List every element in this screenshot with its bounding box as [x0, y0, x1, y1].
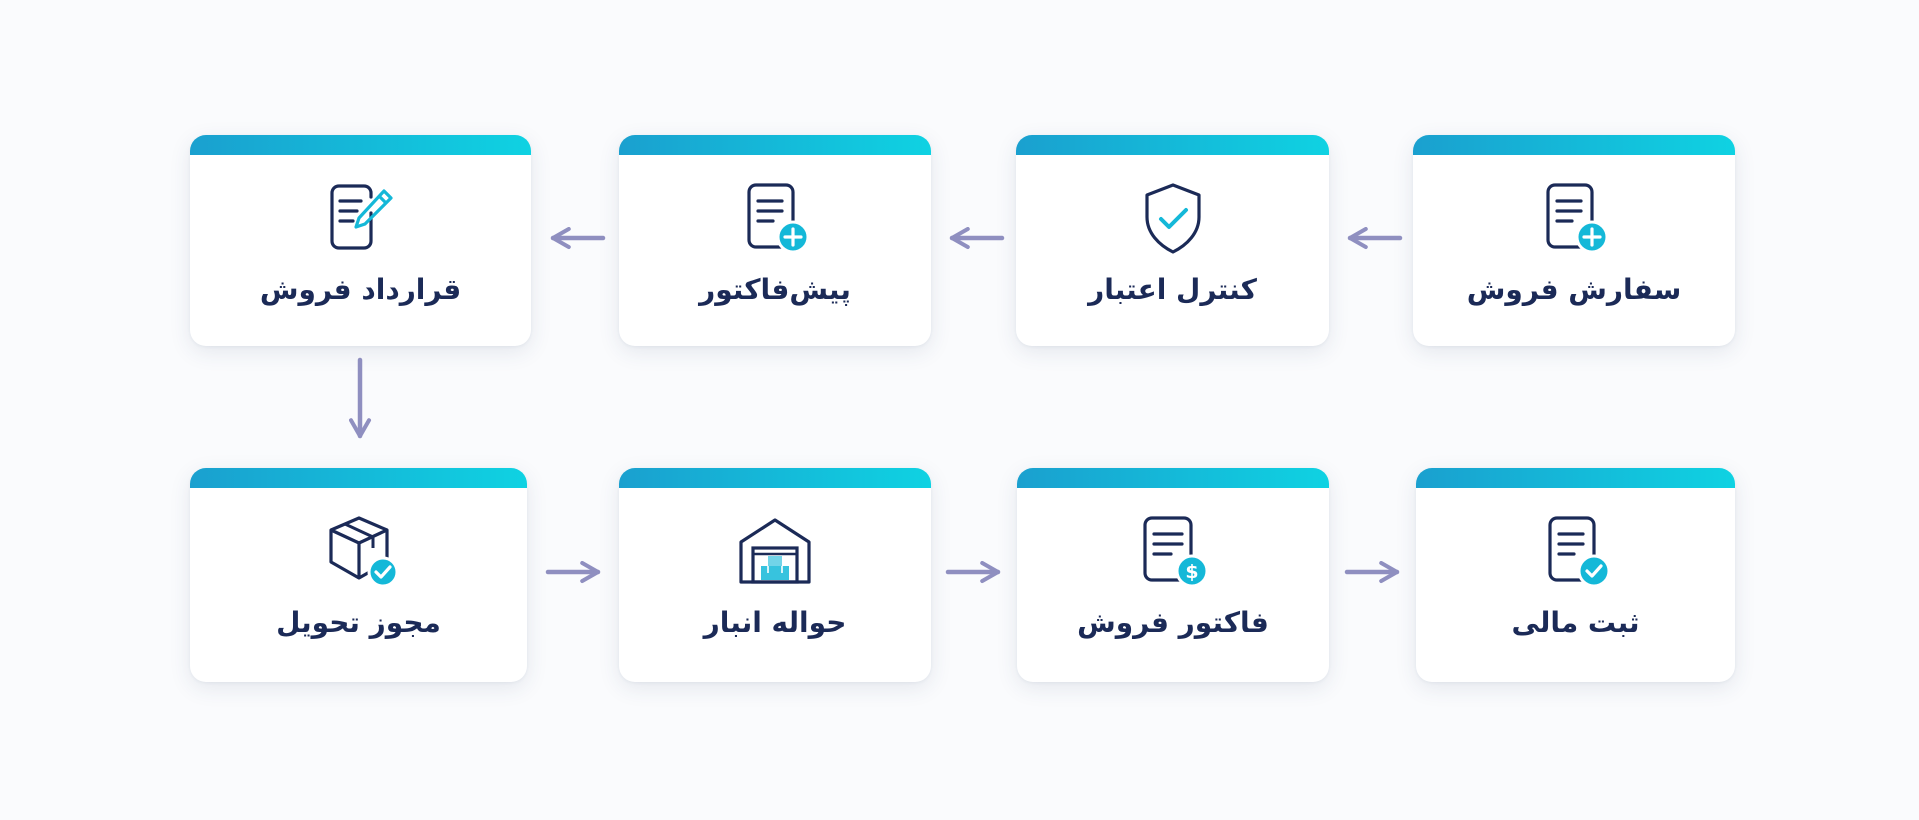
step-card-sales-contract: قرارداد فروش	[190, 135, 531, 346]
invoice-dollar-icon: $	[1133, 512, 1213, 592]
card-accent-bar	[1016, 135, 1329, 155]
step-label: کنترل اعتبار	[1088, 273, 1257, 306]
document-pencil-icon	[321, 179, 401, 259]
step-label: فاکتور فروش	[1077, 606, 1269, 639]
card-accent-bar	[619, 468, 931, 488]
step-card-financial-entry: ثبت مالی	[1416, 468, 1735, 682]
card-accent-bar	[1416, 468, 1735, 488]
step-label: حواله انبار	[703, 606, 847, 639]
shield-check-icon	[1133, 179, 1213, 259]
step-card-delivery-permit: مجوز تحویل	[190, 468, 527, 682]
step-card-sales-order: سفارش فروش	[1413, 135, 1735, 346]
step-label: سفارش فروش	[1466, 273, 1682, 306]
warehouse-icon	[735, 512, 815, 592]
step-card-warehouse-order: حواله انبار	[619, 468, 931, 682]
document-check-icon	[1536, 512, 1616, 592]
card-accent-bar	[619, 135, 931, 155]
step-label: قرارداد فروش	[259, 273, 462, 306]
card-accent-bar	[190, 135, 531, 155]
document-plus-icon	[735, 179, 815, 259]
step-card-proforma: پیش‌فاکتور	[619, 135, 931, 346]
card-accent-bar	[1017, 468, 1329, 488]
card-accent-bar	[190, 468, 527, 488]
step-label: ثبت مالی	[1511, 606, 1640, 639]
box-check-icon	[319, 512, 399, 592]
document-plus-icon	[1534, 179, 1614, 259]
card-accent-bar	[1413, 135, 1735, 155]
step-label: پیش‌فاکتور	[699, 273, 851, 306]
step-card-credit-control: کنترل اعتبار	[1016, 135, 1329, 346]
step-label: مجوز تحویل	[276, 606, 441, 639]
step-card-sales-invoice: $ فاکتور فروش	[1017, 468, 1329, 682]
svg-text:$: $	[1185, 561, 1198, 583]
